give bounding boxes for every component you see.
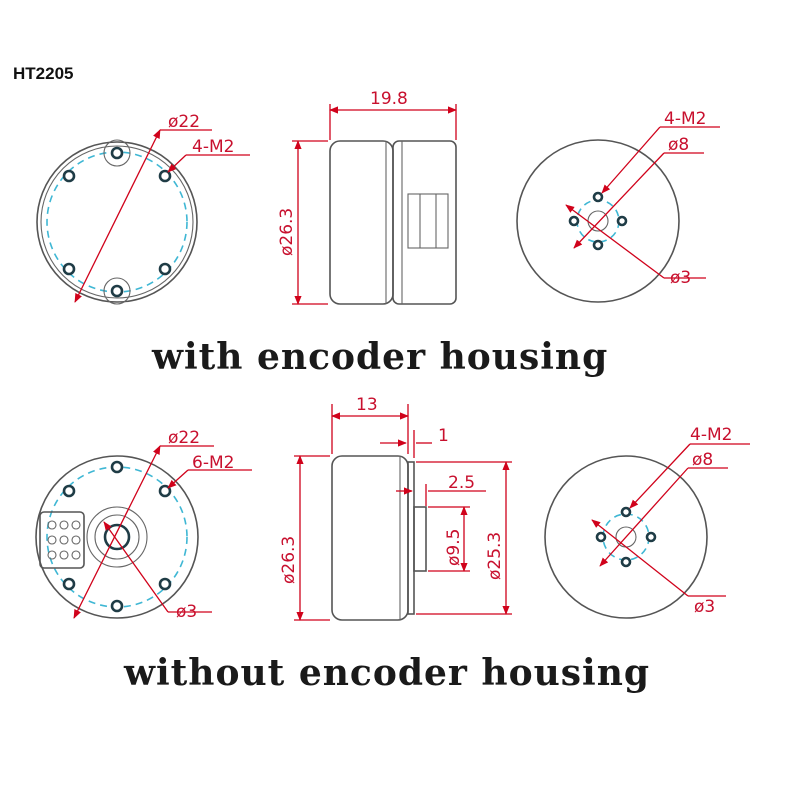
encoder-housing	[392, 140, 457, 305]
back-hole	[620, 556, 632, 568]
back-view-without-encoder: 4-M2 ø8 ø3	[544, 425, 750, 619]
back-hole	[620, 506, 632, 518]
dia-leader	[74, 129, 161, 303]
side-step-label: 1	[438, 426, 449, 446]
mount-hole	[62, 169, 76, 183]
mount-hole	[62, 577, 76, 591]
side-length-label: 19.8	[370, 89, 408, 109]
mount-hole	[110, 599, 124, 613]
caption-without-encoder: without encoder housing	[124, 652, 651, 694]
front-outer-dia-label: ø22	[168, 428, 200, 448]
mount-hole	[158, 262, 172, 276]
front-shaft-dia-label: ø3	[176, 602, 197, 622]
front-outer-dia-label: ø22	[168, 112, 200, 132]
back-hole	[616, 215, 628, 227]
holes-leader	[167, 154, 187, 173]
back-hole	[645, 531, 657, 543]
motor-body	[329, 140, 394, 305]
mount-hole	[110, 460, 124, 474]
side-inner-dia-label: ø25.3	[485, 532, 505, 580]
side-view-without-encoder: 13 1 2.5 ø9.5 ø25.3 ø26.3	[279, 395, 512, 621]
step-ring	[407, 461, 415, 615]
back-shaft-dia-label: ø3	[694, 597, 715, 617]
screw-hole	[110, 146, 124, 160]
back-hole	[595, 531, 607, 543]
back-shaft-dia-label: ø3	[670, 268, 691, 288]
front-inner-circle	[40, 145, 194, 299]
side-length-label: 13	[356, 395, 378, 415]
back-view-with-encoder: 4-M2 ø8 ø3	[516, 109, 720, 303]
mount-hole	[158, 169, 172, 183]
front-holes-label: 4-M2	[192, 137, 234, 157]
boss	[413, 506, 427, 572]
caption-with-encoder: with encoder housing	[152, 336, 609, 378]
back-hole	[568, 215, 580, 227]
model-title: HT2205	[13, 64, 74, 83]
back-holes-label: 4-M2	[690, 425, 732, 445]
back-circle-dia-label: ø8	[692, 450, 713, 470]
side-height-label: ø26.3	[279, 536, 299, 584]
mount-hole	[62, 484, 76, 498]
back-outer-circle	[516, 139, 680, 303]
back-hole	[592, 191, 604, 203]
connector-window	[407, 193, 449, 249]
front-view-without-encoder: ø22 6-M2 ø3	[35, 428, 252, 622]
side-boss-dia-label: ø9.5	[444, 529, 464, 566]
back-outer-circle	[544, 455, 708, 619]
side-boss-label: 2.5	[448, 473, 475, 493]
back-hole	[592, 239, 604, 251]
mount-hole	[158, 577, 172, 591]
front-view-with-encoder: ø22 4-M2	[36, 112, 250, 305]
screw-hole	[110, 284, 124, 298]
side-height-label: ø26.3	[277, 208, 297, 256]
back-circle-dia-label: ø8	[668, 135, 689, 155]
mount-hole	[62, 262, 76, 276]
shaft-outline	[587, 210, 609, 232]
motor-body	[331, 455, 409, 621]
front-holes-label: 6-M2	[192, 453, 234, 473]
back-holes-label: 4-M2	[664, 109, 706, 129]
side-view-with-encoder: 19.8 ø26.3	[277, 89, 457, 305]
